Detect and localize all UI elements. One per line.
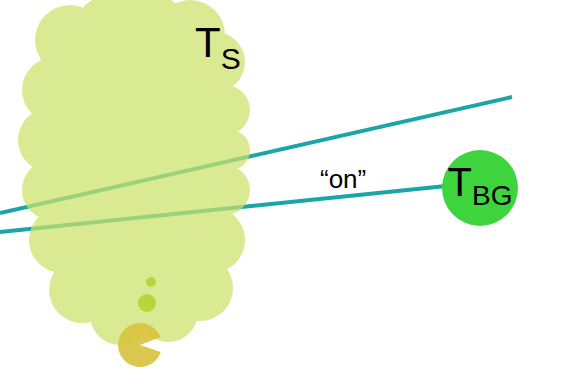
- pacman-figure: [118, 323, 161, 367]
- background-source: TBG: [442, 150, 518, 226]
- circle-shape: [442, 150, 518, 226]
- symbol-letter: T: [195, 22, 221, 64]
- cloud-region: TS: [0, 0, 250, 370]
- cloud-shape: [18, 0, 250, 345]
- observer-figure: [118, 277, 161, 367]
- symbol-text: TS: [195, 22, 241, 64]
- symbol-letter: T: [448, 162, 472, 202]
- line-label: “on”: [320, 166, 366, 192]
- symbol-subscript: S: [221, 44, 241, 74]
- small-dot: [146, 277, 156, 287]
- symbol-subscript: BG: [472, 182, 512, 210]
- symbol-text: TBG: [448, 162, 513, 202]
- medium-dot: [138, 294, 156, 312]
